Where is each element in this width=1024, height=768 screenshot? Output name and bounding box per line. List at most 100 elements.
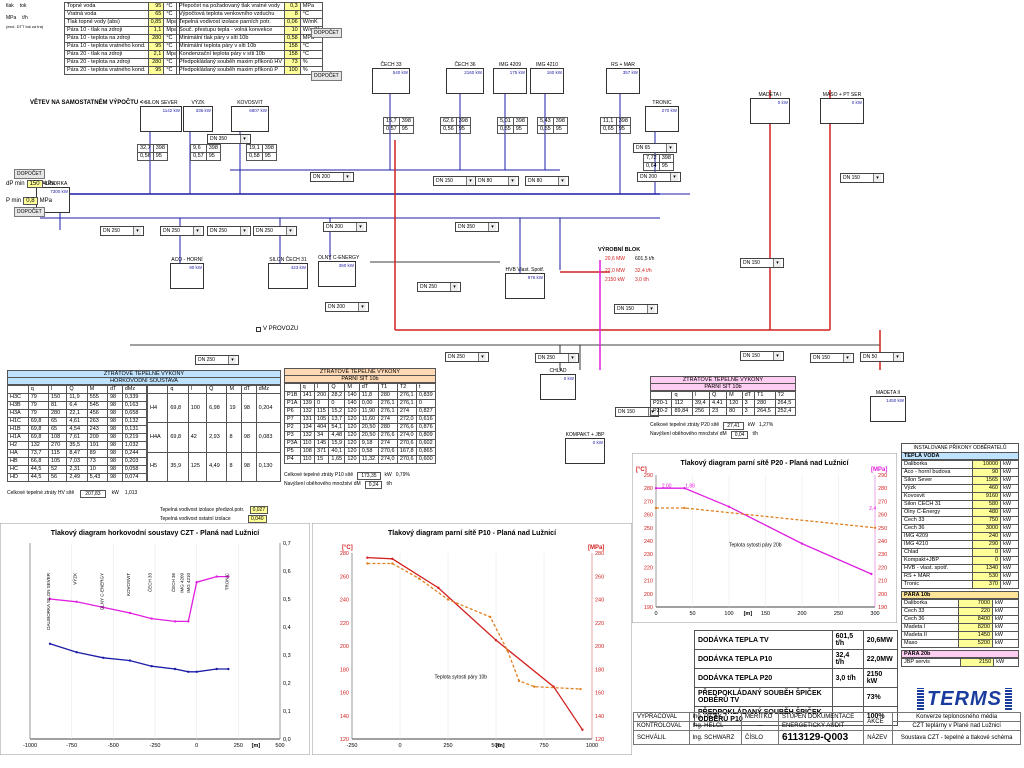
- chevron-down-icon[interactable]: ▾: [478, 353, 486, 361]
- dn-select[interactable]: DN 200▾: [637, 172, 681, 182]
- p-min-value[interactable]: 0,8: [23, 197, 38, 205]
- chevron-down-icon[interactable]: ▾: [450, 283, 458, 291]
- dn-select[interactable]: DN 150▾: [810, 353, 854, 363]
- dn-select[interactable]: DN 250▾: [417, 282, 461, 292]
- dn-select[interactable]: DN 65▾: [633, 143, 677, 153]
- chevron-down-icon[interactable]: ▾: [558, 177, 566, 185]
- chevron-down-icon[interactable]: ▾: [568, 354, 576, 362]
- installed-value[interactable]: 460: [972, 484, 1002, 493]
- chevron-down-icon[interactable]: ▾: [488, 223, 496, 231]
- chevron-down-icon[interactable]: ▾: [670, 173, 678, 181]
- installed-value[interactable]: 8200: [957, 623, 994, 632]
- param-value[interactable]: 95: [147, 66, 165, 75]
- installed-value[interactable]: 240: [972, 532, 1002, 541]
- chevron-down-icon[interactable]: ▾: [843, 354, 851, 362]
- chevron-down-icon[interactable]: ▾: [647, 305, 655, 313]
- installed-value[interactable]: 10000: [972, 460, 1002, 469]
- dn-select[interactable]: DN 250▾: [100, 226, 144, 236]
- dopocet-button-2[interactable]: DOPOČET: [311, 71, 342, 81]
- checkbox-icon[interactable]: [256, 326, 261, 332]
- izol-value-1[interactable]: 0,027: [249, 506, 269, 514]
- installed-value[interactable]: 370: [972, 580, 1002, 589]
- dn-select[interactable]: DN 200▾: [325, 302, 369, 312]
- dn-select[interactable]: DN 150▾: [614, 304, 658, 314]
- chevron-down-icon[interactable]: ▾: [508, 177, 516, 185]
- chevron-down-icon[interactable]: ▾: [133, 227, 141, 235]
- dn-select[interactable]: DN 250▾: [445, 352, 489, 362]
- dn-select[interactable]: DN 350▾: [207, 134, 251, 144]
- installed-value[interactable]: 580: [972, 500, 1002, 509]
- chevron-down-icon[interactable]: ▾: [356, 223, 364, 231]
- chevron-down-icon[interactable]: ▾: [193, 227, 201, 235]
- installed-value[interactable]: 0: [972, 556, 1002, 565]
- installed-value[interactable]: 90: [972, 468, 1002, 477]
- installed-value[interactable]: 2150: [960, 658, 995, 667]
- dn-select[interactable]: DN 80▾: [475, 176, 519, 186]
- chevron-down-icon[interactable]: ▾: [343, 173, 351, 181]
- installed-value[interactable]: 3000: [972, 524, 1002, 533]
- dn-select[interactable]: DN 50▾: [860, 352, 904, 362]
- izol-value-2[interactable]: 0,040: [248, 515, 267, 523]
- dopocet-button-dp[interactable]: DOPOČET: [14, 169, 45, 179]
- dp-min-value[interactable]: 150: [26, 180, 43, 188]
- installed-value[interactable]: 750: [972, 516, 1002, 525]
- dn-select[interactable]: DN 250▾: [535, 353, 579, 363]
- installed-value[interactable]: 480: [972, 508, 1002, 517]
- dn-select[interactable]: DN 250▾: [160, 226, 204, 236]
- dn-select[interactable]: DN 250▾: [253, 226, 297, 236]
- installed-value[interactable]: 8400: [957, 615, 994, 624]
- chevron-down-icon[interactable]: ▾: [240, 135, 248, 143]
- chevron-down-icon[interactable]: ▾: [466, 177, 474, 185]
- installed-value[interactable]: 1340: [972, 564, 1002, 573]
- consumer-15[interactable]: HVB Vlast. Spotř.976 kW: [505, 267, 545, 299]
- dn-select[interactable]: DN 150▾: [740, 351, 784, 361]
- dn-select[interactable]: DN 150▾: [840, 173, 884, 183]
- chevron-down-icon[interactable]: ▾: [773, 259, 781, 267]
- installed-value[interactable]: 7000: [957, 599, 994, 608]
- dn-select[interactable]: DN 350▾: [455, 222, 499, 232]
- dopocet-button-1[interactable]: DOPOČET: [311, 28, 342, 38]
- installed-value[interactable]: 9160: [972, 492, 1002, 501]
- chevron-down-icon[interactable]: ▾: [358, 303, 366, 311]
- installed-value[interactable]: 220: [957, 607, 994, 616]
- dn-select[interactable]: DN 150▾: [433, 176, 477, 186]
- dn-select[interactable]: DN 250▾: [207, 226, 251, 236]
- chevron-down-icon[interactable]: ▾: [666, 144, 674, 152]
- chevron-down-icon[interactable]: ▾: [240, 227, 248, 235]
- installed-value[interactable]: 530: [972, 572, 1002, 581]
- v-provozu-check[interactable]: V PROVOZU: [256, 326, 298, 332]
- dn-select[interactable]: DN 80▾: [525, 176, 569, 186]
- installed-value[interactable]: 5200: [957, 639, 994, 648]
- chevron-down-icon[interactable]: ▾: [228, 356, 236, 364]
- dn-select[interactable]: DN 150▾: [740, 258, 784, 268]
- chevron-down-icon[interactable]: ▾: [286, 227, 294, 235]
- chevron-down-icon[interactable]: ▾: [773, 352, 781, 360]
- installed-value[interactable]: 1450: [957, 631, 994, 640]
- installed-value[interactable]: 0: [972, 548, 1002, 557]
- dn-select[interactable]: DN 200▾: [310, 172, 354, 182]
- installed-value[interactable]: 1565: [972, 476, 1002, 485]
- dopocet-button-p[interactable]: DOPOČET: [14, 207, 45, 217]
- installed-value[interactable]: 290: [972, 540, 1002, 549]
- chevron-down-icon[interactable]: ▾: [893, 353, 901, 361]
- dn-select[interactable]: DN 200▾: [323, 222, 367, 232]
- chevron-down-icon[interactable]: ▾: [873, 174, 881, 182]
- dn-select[interactable]: DN 250▾: [195, 355, 239, 365]
